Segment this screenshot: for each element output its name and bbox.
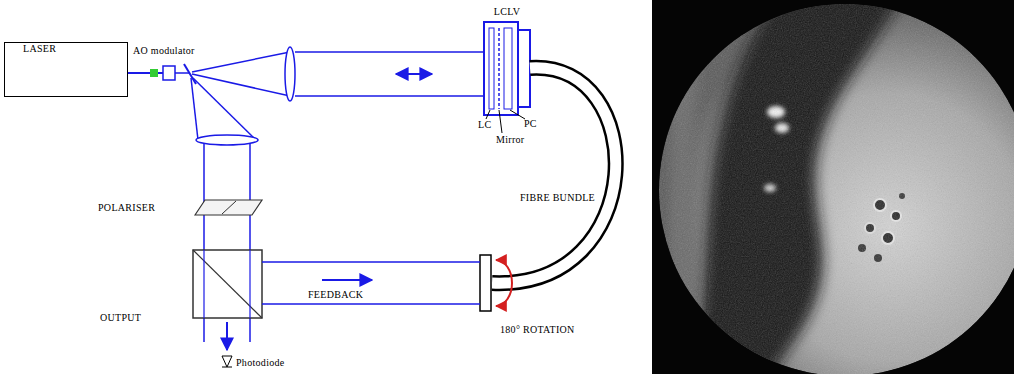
photodiode-symbol: [222, 367, 232, 368]
leader-line: [499, 110, 502, 133]
component-label: Photodiode: [236, 357, 285, 369]
speckle-disk: [652, 0, 1014, 374]
leader-line: [486, 110, 490, 119]
green-element: [150, 69, 158, 77]
beam-direction-arrow: [396, 73, 432, 75]
polariser-plate: [195, 200, 262, 215]
beam-splitter-diagonal: [193, 250, 262, 318]
beam-ray: [295, 51, 484, 53]
output-arrow: [226, 322, 228, 350]
beam-ray: [193, 78, 256, 140]
photo-background: [652, 0, 1014, 374]
component-label: 180° ROTATION: [500, 324, 575, 336]
rotation-arrow: [496, 260, 512, 306]
photoconductor-layer: [504, 28, 512, 109]
mirror-layer: [498, 28, 500, 109]
signal-label: FEEDBACK: [308, 289, 363, 301]
component-label: POLARISER: [98, 202, 155, 214]
laser-beam: [175, 72, 190, 74]
part-label: Mirror: [496, 134, 524, 146]
beam-ray: [192, 52, 290, 72]
beam-ray: [191, 78, 198, 140]
beam-ray: [249, 140, 251, 342]
beam-ray: [203, 250, 204, 318]
fibre-bundle: [492, 68, 616, 283]
part-label: PC: [524, 118, 537, 130]
liquid-crystal-layer: [489, 28, 494, 109]
part-label: LC: [478, 119, 491, 131]
device-name: LASER: [23, 43, 56, 55]
fibre-bundle: [492, 68, 616, 283]
fibre-end: [480, 255, 491, 311]
light-valve-heading: LCLV: [480, 4, 534, 20]
lens: [285, 47, 295, 101]
output-photograph: [652, 0, 1014, 374]
lclv-housing: [484, 22, 518, 115]
leader-line: [510, 110, 525, 119]
fibre-flange: [518, 30, 530, 107]
polariser-mark: [222, 201, 236, 214]
beam-ray: [249, 250, 250, 318]
beam-ray: [192, 74, 290, 96]
feedback-arrow: [322, 279, 372, 281]
beam-ray: [295, 95, 484, 97]
ao-modulator-symbol: [163, 66, 175, 80]
lens: [196, 135, 258, 145]
photodiode-symbol: [222, 356, 232, 367]
laser-box: LASER: [4, 42, 128, 97]
device-heading: LCLV: [494, 6, 520, 18]
beam-splitter-cube: [193, 250, 262, 318]
beam-ray: [203, 140, 205, 342]
signal-label: OUTPUT: [100, 312, 141, 324]
photo-grain: [652, 0, 1014, 374]
component-label: AO modulator: [133, 45, 195, 57]
feedback-beam: [262, 303, 480, 305]
feedback-beam: [262, 261, 480, 263]
component-label: FIBRE BUNDLE: [520, 192, 595, 204]
